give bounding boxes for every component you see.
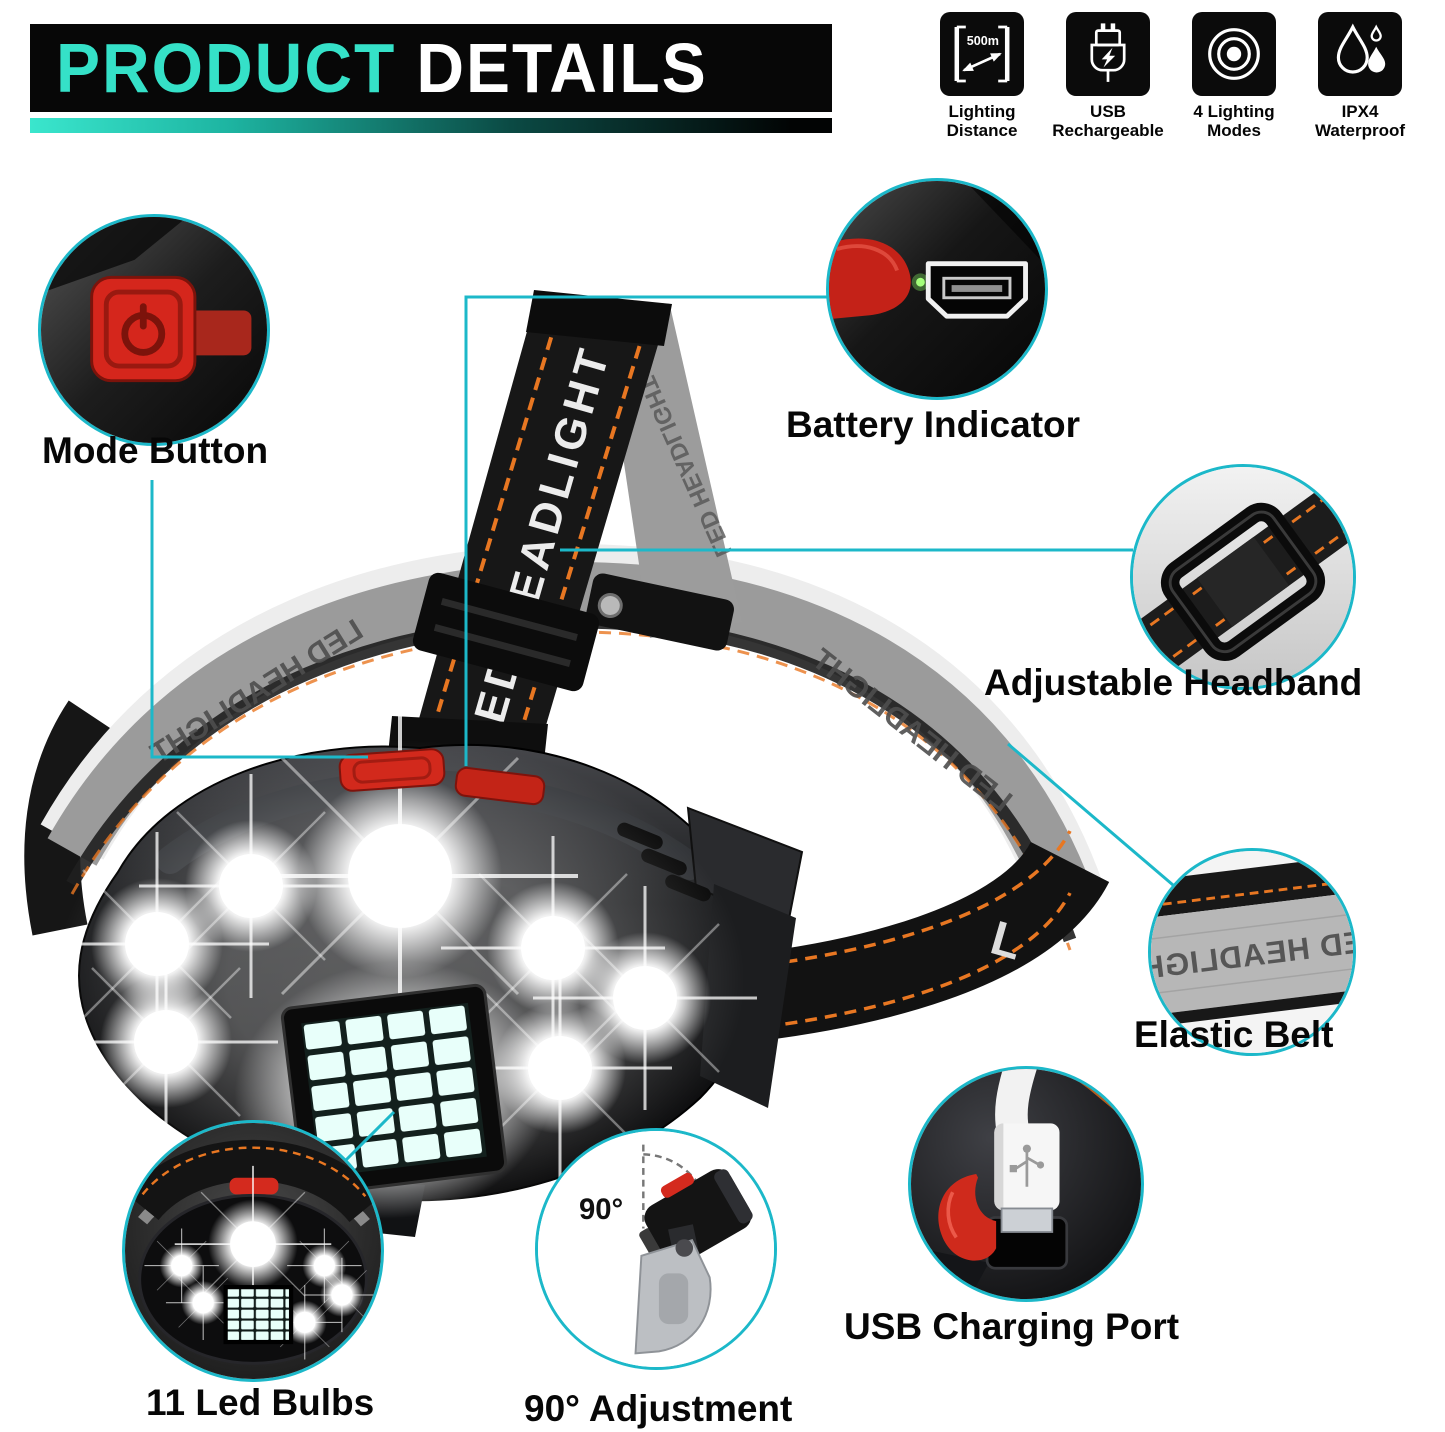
callout-usb-charging-port bbox=[908, 1066, 1144, 1302]
elastic-belt-fabric bbox=[1151, 890, 1353, 1018]
mode-button bbox=[338, 748, 446, 792]
lamp-head bbox=[43, 696, 804, 1237]
mode-button-label: Mode Button bbox=[42, 430, 269, 471]
mount-base bbox=[634, 1239, 712, 1355]
lighting-distance-icon: 500m bbox=[940, 12, 1024, 96]
callout-mode-button bbox=[38, 214, 270, 446]
usb-charging-port-label: USB Charging Port bbox=[844, 1306, 1180, 1347]
usb-cable bbox=[995, 1069, 1037, 1149]
mini-strap bbox=[126, 1139, 381, 1223]
strap-buckle bbox=[586, 573, 734, 651]
battery-indicator-cover bbox=[454, 766, 546, 806]
waterproof-icon bbox=[1318, 12, 1402, 96]
battery-led-dot bbox=[916, 277, 925, 287]
cob-led-panel bbox=[234, 961, 554, 1219]
page-title-accent: PRODUCT bbox=[56, 29, 397, 107]
strap-slider bbox=[412, 572, 600, 692]
feature-label: USB Rechargeable bbox=[1052, 102, 1164, 141]
feature-lighting-modes: 4 Lighting Modes bbox=[1174, 12, 1294, 140]
feature-usb-rechargeable: USB Rechargeable bbox=[1048, 12, 1168, 140]
usb-rechargeable-icon bbox=[1066, 12, 1150, 96]
feature-label: Lighting Distance bbox=[946, 102, 1018, 141]
mini-cob-panel bbox=[223, 1285, 294, 1345]
feature-waterproof: IPX4 Waterproof bbox=[1300, 12, 1420, 140]
angle-adjustment-label: 90° Adjustment bbox=[524, 1388, 793, 1429]
power-button bbox=[90, 275, 197, 383]
adjustable-headband-label: Adjustable Headband bbox=[984, 662, 1363, 703]
header-gradient-strip bbox=[30, 118, 832, 133]
connector-line-battery-indicator bbox=[464, 295, 828, 766]
mini-mode-button bbox=[229, 1177, 279, 1195]
distance-badge: 500m bbox=[967, 34, 999, 48]
micro-usb-port bbox=[925, 261, 1028, 319]
battery-indicator-label: Battery Indicator bbox=[786, 404, 1081, 445]
angle-value: 90° bbox=[579, 1194, 623, 1226]
connector-line-mode-button bbox=[150, 480, 368, 759]
callout-angle-adjustment: 90° bbox=[535, 1128, 777, 1370]
elastic-belt-label: Elastic Belt bbox=[1134, 1014, 1334, 1055]
callout-adjustable-headband bbox=[1130, 464, 1356, 690]
lighting-modes-icon bbox=[1192, 12, 1276, 96]
connector-line-elastic-belt bbox=[1007, 742, 1174, 887]
callout-battery-indicator bbox=[826, 178, 1048, 400]
callout-led-bulbs bbox=[122, 1120, 384, 1382]
page-title-rest: DETAILS bbox=[416, 29, 708, 107]
led-bulbs-label: 11 Led Bulbs bbox=[146, 1382, 375, 1423]
feature-icons-row: 500m Lighting Distance bbox=[922, 12, 1434, 140]
feature-label: 4 Lighting Modes bbox=[1193, 102, 1275, 141]
angle-arc bbox=[643, 1153, 705, 1194]
callout-elastic-belt: LED HEADLIGHT bbox=[1148, 848, 1356, 1056]
feature-label: IPX4 Waterproof bbox=[1314, 102, 1406, 141]
feature-lighting-distance: 500m Lighting Distance bbox=[922, 12, 1042, 140]
usb-plug bbox=[994, 1123, 1060, 1233]
connector-line-led-bulbs bbox=[344, 1110, 396, 1162]
